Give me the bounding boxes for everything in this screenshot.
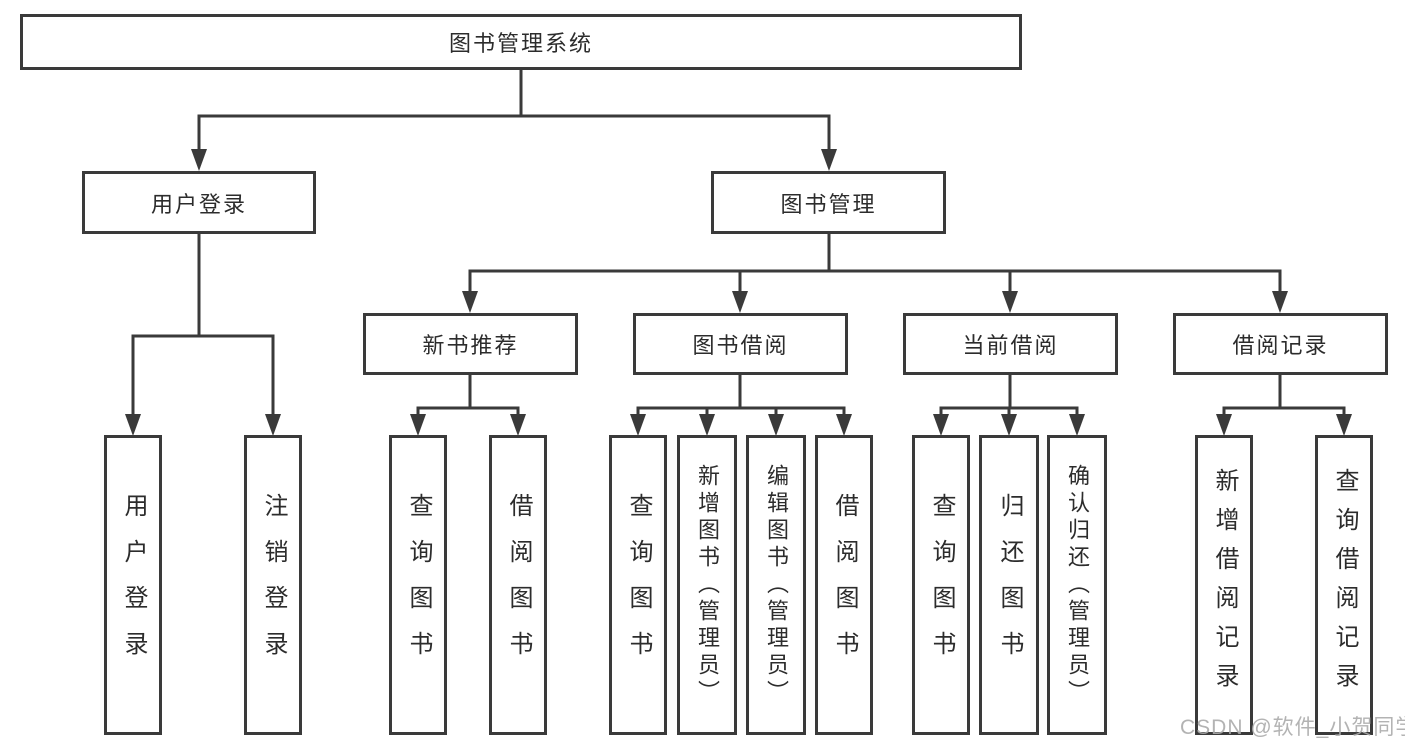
leaf-borrow-books: 借阅图书: [815, 435, 873, 735]
node-borrow-records: 借阅记录: [1173, 313, 1388, 375]
leaf-confirm-return-admin-label: 确认归还（管理员）: [1065, 463, 1090, 707]
leaf-recommend-query-books: 查询图书: [389, 435, 447, 735]
node-book-management-label: 图书管理: [780, 191, 877, 217]
leaf-add-borrow-record: 新增借阅记录: [1195, 435, 1253, 735]
connector-paths: [131, 70, 1346, 417]
leaf-recommend-borrow-books-label: 借阅图书: [505, 493, 532, 677]
node-root: 图书管理系统: [20, 14, 1022, 70]
node-user-login-label: 用户登录: [150, 191, 247, 217]
node-current-borrow: 当前借阅: [903, 313, 1118, 375]
node-current-borrow-label: 当前借阅: [962, 333, 1059, 358]
leaf-edit-books-admin: 编辑图书（管理员）: [746, 435, 806, 735]
node-root-label: 图书管理系统: [448, 31, 593, 56]
leaf-confirm-return-admin: 确认归还（管理员）: [1047, 435, 1107, 735]
node-user-login: 用户登录: [82, 171, 316, 234]
csdn-watermark: CSDN @软件_小贺同学: [1180, 716, 1405, 739]
leaf-recommend-borrow-books: 借阅图书: [489, 435, 547, 735]
node-book-management: 图书管理: [711, 171, 946, 234]
leaf-logout-label: 注销登录: [260, 493, 287, 677]
leaf-borrow-query-books: 查询图书: [609, 435, 667, 735]
leaf-borrow-books-label: 借阅图书: [831, 493, 858, 677]
leaf-add-books-admin: 新增图书（管理员）: [677, 435, 737, 735]
leaf-user-login-label: 用户登录: [120, 493, 147, 677]
node-book-borrow: 图书借阅: [633, 313, 848, 375]
leaf-borrow-query-books-label: 查询图书: [625, 493, 652, 677]
leaf-return-books: 归还图书: [979, 435, 1039, 735]
leaf-current-query-books-label: 查询图书: [928, 493, 955, 677]
leaf-add-borrow-record-label: 新增借阅记录: [1211, 468, 1238, 702]
leaf-query-borrow-record-label: 查询借阅记录: [1331, 468, 1358, 702]
leaf-user-login: 用户登录: [104, 435, 162, 735]
leaf-return-books-label: 归还图书: [996, 493, 1023, 677]
leaf-edit-books-admin-label: 编辑图书（管理员）: [764, 463, 789, 707]
arrowheads: [125, 149, 1352, 436]
leaf-recommend-query-books-label: 查询图书: [405, 493, 432, 677]
leaf-add-books-admin-label: 新增图书（管理员）: [695, 463, 720, 707]
node-new-book-recommend: 新书推荐: [363, 313, 578, 375]
leaf-current-query-books: 查询图书: [912, 435, 970, 735]
leaf-logout: 注销登录: [244, 435, 302, 735]
node-new-book-recommend-label: 新书推荐: [422, 333, 519, 358]
leaf-query-borrow-record: 查询借阅记录: [1315, 435, 1373, 735]
node-borrow-records-label: 借阅记录: [1232, 333, 1329, 358]
node-book-borrow-label: 图书借阅: [692, 333, 789, 358]
